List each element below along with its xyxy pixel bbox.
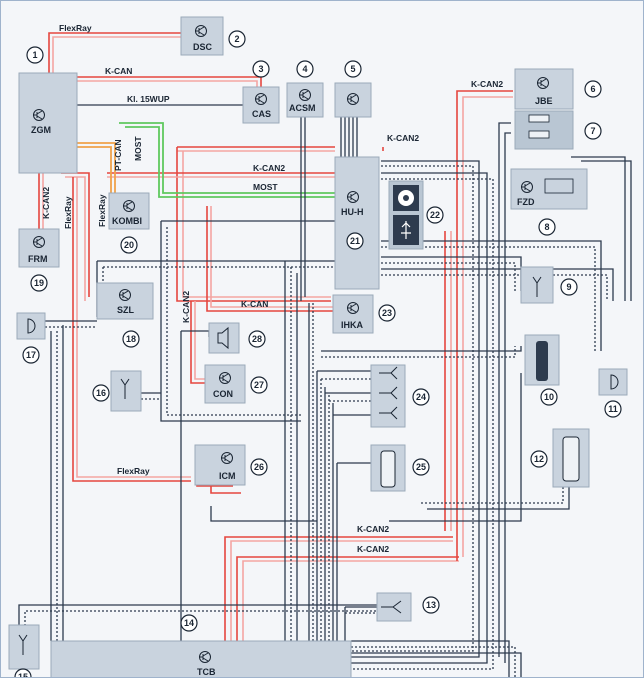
tcb-label: TCB: [197, 667, 216, 677]
callout-number: 5: [350, 64, 355, 74]
microphone-icon: [610, 374, 619, 390]
bus-label: K-CAN2: [471, 79, 503, 89]
huh-label: HU-H: [341, 207, 364, 217]
bus-label: PT-CAN: [113, 139, 123, 171]
callout-number: 11: [608, 404, 618, 414]
callout-number: 10: [544, 392, 554, 402]
ant16-box: [110, 370, 142, 412]
jbe-box: [514, 68, 574, 110]
bus-label: K-CAN2: [357, 544, 389, 554]
szl-label: SZL: [117, 305, 135, 315]
ant24-box: [370, 364, 406, 428]
speaker-box: [208, 322, 240, 354]
speaker-icon: [217, 326, 229, 350]
callout-number: 8: [544, 222, 549, 232]
ihka-box: [332, 294, 374, 334]
callout-number: 7: [590, 126, 595, 136]
kombi-label: KOMBI: [112, 216, 142, 226]
con-box: [204, 364, 246, 404]
jbe-label: JBE: [535, 96, 553, 106]
bus-label: FlexRay: [97, 194, 107, 227]
bus-label: FlexRay: [117, 466, 150, 476]
fzd-label: FZD: [517, 197, 535, 207]
callout-number: 26: [254, 462, 264, 472]
icm-box: [194, 444, 246, 486]
bus-label: FlexRay: [59, 23, 92, 33]
fuse-icon: [528, 114, 550, 123]
callout-number: 9: [566, 282, 571, 292]
microphone-icon: [27, 318, 36, 334]
ihka-label: IHKA: [341, 320, 363, 330]
bus-label: K-CAN2: [387, 133, 419, 143]
dsc-label: DSC: [193, 42, 213, 52]
ant9-box: [520, 266, 554, 304]
cas-label: CAS: [252, 109, 271, 119]
callout-number: 3: [258, 64, 263, 74]
callout-number: 2: [234, 34, 239, 44]
icm-label: ICM: [219, 471, 236, 481]
callout-number: 12: [534, 454, 544, 464]
callouts: 1 2 3 4 5 6 7 8 9 10 11 12 13 14 15 16 1…: [14, 30, 622, 678]
bus-label: K-CAN2: [253, 163, 285, 173]
bus-label: MOST: [253, 182, 278, 192]
mic11-box: [598, 368, 628, 396]
zgm-box: [18, 72, 78, 174]
callout-number: 17: [26, 350, 36, 360]
frm-label: FRM: [28, 254, 48, 264]
frm-box: [18, 228, 60, 268]
callout-number: 21: [350, 236, 360, 246]
callout-number: 23: [382, 308, 392, 318]
bus-label: FlexRay: [63, 196, 73, 229]
tcb-box: [50, 640, 352, 677]
phone-icon: [536, 341, 548, 381]
huh-box: [334, 156, 380, 290]
bus-label: K-CAN: [105, 66, 132, 76]
con-label: CON: [213, 389, 233, 399]
fzd-box: [510, 168, 588, 210]
bus-label: K-CAN2: [41, 187, 51, 219]
unit5-box: [334, 82, 372, 118]
phone-icon: [562, 436, 580, 482]
mic17-box: [16, 312, 46, 340]
callout-number: 13: [426, 600, 436, 610]
phone-icon: [380, 450, 396, 488]
control-units: ZGM DSC CAS ACSM JBE FZD HU-H: [8, 16, 628, 677]
callout-number: 22: [430, 210, 440, 220]
bus-label: K-CAN: [241, 299, 268, 309]
bus-labels: FlexRay K-CAN Kl. 15WUP K-CAN2 K-CAN2 K-…: [41, 23, 503, 554]
callout-number: 14: [184, 618, 194, 628]
callout-number: 24: [416, 392, 426, 402]
callout-number: 15: [18, 672, 28, 678]
callout-number: 20: [124, 240, 134, 250]
callout-number: 25: [416, 462, 426, 472]
bus-label: MOST: [133, 136, 143, 161]
callout-number: 19: [34, 278, 44, 288]
callout-number: 6: [590, 84, 595, 94]
bus-label: Kl. 15WUP: [127, 94, 170, 104]
bus-label: K-CAN2: [181, 291, 191, 323]
zgm-label: ZGM: [31, 125, 51, 135]
callout-number: 18: [126, 334, 136, 344]
bus-label: K-CAN2: [357, 524, 389, 534]
usb-icon: [401, 221, 411, 239]
ant15-box: [8, 624, 40, 670]
callout-number: 16: [96, 388, 106, 398]
acsm-label: ACSM: [289, 103, 316, 113]
callout-number: 4: [302, 64, 307, 74]
fuse-icon: [528, 130, 550, 139]
callout-number: 1: [32, 50, 37, 60]
callout-number: 28: [252, 334, 262, 344]
callout-number: 27: [254, 380, 264, 390]
szl-box: [96, 282, 154, 320]
wires: [18, 32, 632, 677]
